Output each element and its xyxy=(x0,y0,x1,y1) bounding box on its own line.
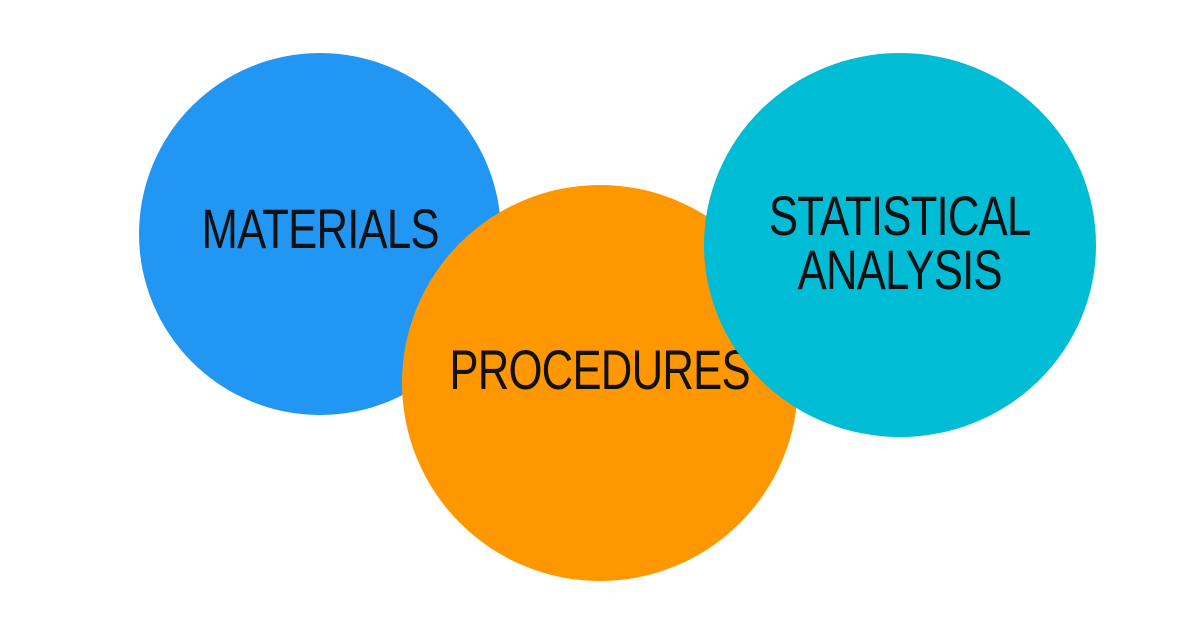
materials-label-line-1: MATERIALS xyxy=(201,197,439,260)
statistical-analysis-label: STATISTICAL ANALYSIS xyxy=(769,184,1031,301)
materials-circle: MATERIALS xyxy=(139,53,501,415)
procedures-label: PROCEDURES xyxy=(449,338,751,401)
statistical-analysis-label-line-1: STATISTICAL xyxy=(769,184,1031,247)
materials-label: MATERIALS xyxy=(201,197,439,260)
procedures-label-line-1: PROCEDURES xyxy=(449,338,751,401)
statistical-analysis-circle: STATISTICAL ANALYSIS xyxy=(704,53,1096,437)
statistical-analysis-label-line-2: ANALYSIS xyxy=(797,238,1003,301)
